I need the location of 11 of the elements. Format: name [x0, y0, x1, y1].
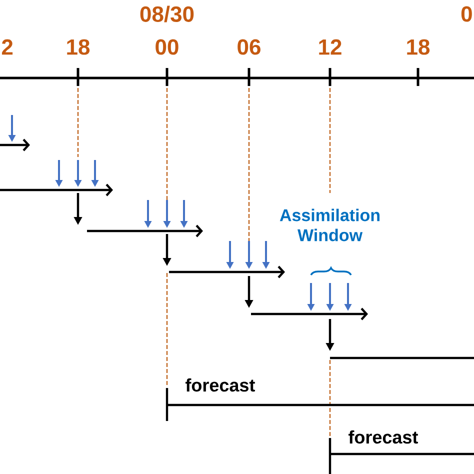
tick-label: 00 [156, 39, 178, 55]
date-label: 08/30 [140, 6, 194, 22]
tick-label: 12 [319, 39, 342, 55]
tick-label: 2 [2, 39, 13, 55]
forecast-label: forecast [348, 430, 418, 444]
forecast-label: forecast [186, 378, 255, 392]
tick-label: 18 [67, 39, 90, 55]
tick-label: 18 [407, 39, 430, 55]
window-label: Assimilation Window [280, 208, 380, 242]
date-label: 0 [461, 6, 472, 22]
tick-label: 06 [238, 39, 260, 55]
